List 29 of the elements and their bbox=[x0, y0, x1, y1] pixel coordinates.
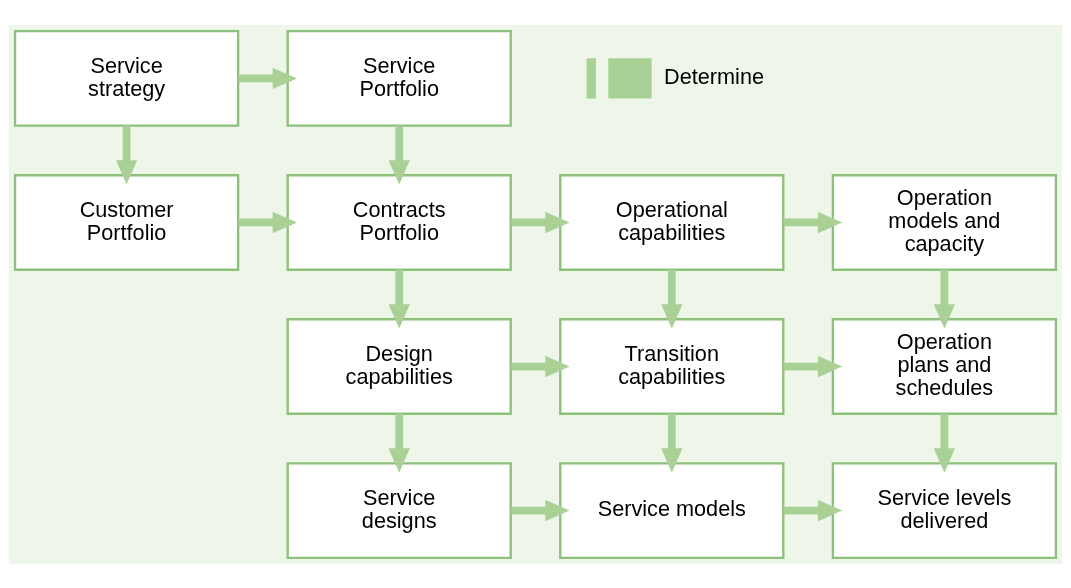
node-box: Operation models and capacity bbox=[831, 173, 1058, 271]
node-box: Customer Portfolio bbox=[13, 173, 240, 271]
node-box: Operational capabilities bbox=[559, 173, 785, 271]
arrow bbox=[388, 269, 410, 329]
arrow bbox=[238, 67, 298, 89]
arrow bbox=[783, 499, 843, 521]
node-box: Service designs bbox=[286, 461, 512, 559]
node-box: Service Portfolio bbox=[286, 29, 512, 127]
node-box: Service strategy bbox=[13, 29, 240, 127]
arrow bbox=[511, 211, 570, 233]
arrow bbox=[933, 269, 956, 329]
arrow bbox=[115, 125, 138, 185]
node-box: Design capabilities bbox=[286, 317, 512, 415]
arrow bbox=[933, 413, 956, 473]
arrow bbox=[511, 499, 570, 521]
node-box: Service levels delivered bbox=[831, 461, 1058, 559]
node-box: Service models bbox=[559, 461, 785, 559]
arrow bbox=[783, 211, 843, 233]
arrow bbox=[388, 125, 410, 185]
arrow bbox=[783, 355, 843, 377]
node-box: Contracts Portfolio bbox=[286, 173, 512, 271]
legend-label: Determine bbox=[664, 63, 765, 89]
arrow bbox=[511, 355, 570, 377]
arrow bbox=[238, 211, 298, 233]
arrow bbox=[661, 413, 683, 473]
arrow bbox=[388, 413, 410, 473]
node-box: Transition capabilities bbox=[559, 317, 785, 415]
node-box: Operation plans and schedules bbox=[831, 317, 1058, 415]
arrow bbox=[661, 269, 683, 329]
